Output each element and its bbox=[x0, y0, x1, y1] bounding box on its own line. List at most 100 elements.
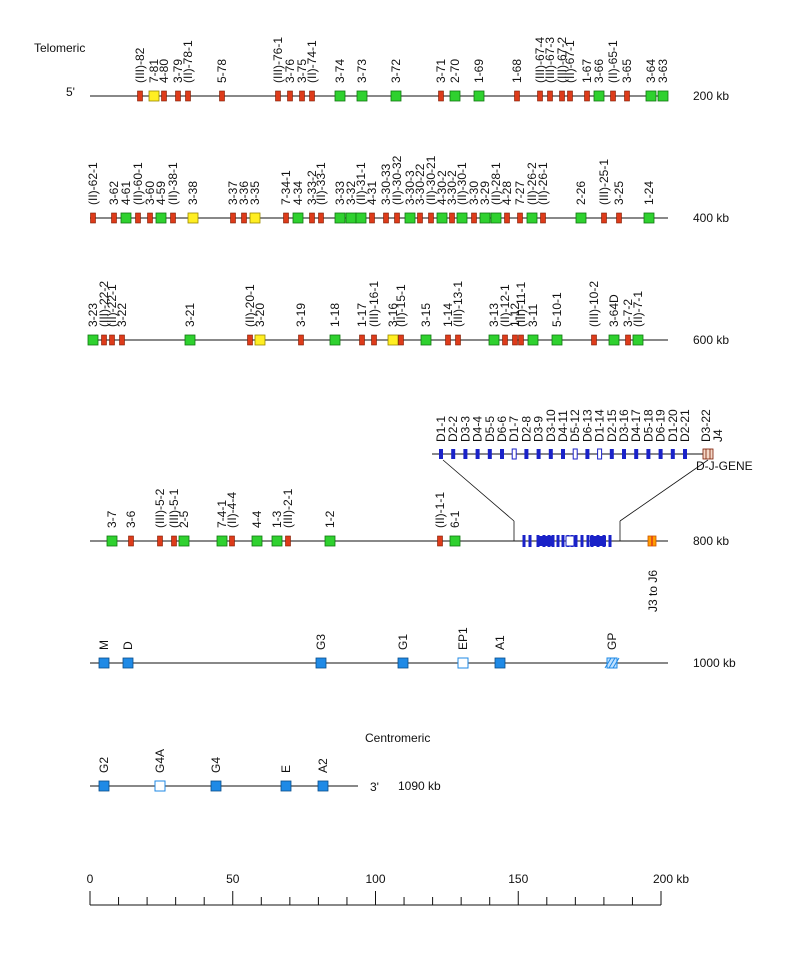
gene-label: 3-11 bbox=[526, 304, 540, 327]
gene-label: (II)-31-1 bbox=[354, 162, 368, 205]
gene-label: 4-34 bbox=[291, 181, 305, 205]
d-segment-compact bbox=[561, 535, 565, 547]
gene-marker-pseudogene bbox=[171, 535, 177, 547]
d-segment-label: D5-12 bbox=[568, 409, 582, 442]
gene-marker-functional bbox=[356, 90, 368, 102]
centromeric-label: Centromeric bbox=[365, 731, 430, 745]
d-segment bbox=[561, 449, 565, 459]
gene-marker-functional bbox=[436, 212, 448, 224]
d-segment-label: D2-8 bbox=[519, 416, 533, 442]
gene-label: 4-30-2 bbox=[435, 170, 449, 205]
gene-label: 3-30-3 bbox=[403, 170, 417, 205]
gene-marker-pseudogene bbox=[283, 212, 289, 224]
d-segment bbox=[670, 449, 675, 459]
gene-marker-pseudogene bbox=[383, 212, 389, 224]
gene-label: 1-3 bbox=[270, 510, 284, 528]
gene-label: 3-7 bbox=[105, 510, 119, 528]
gene-label: 7-81 bbox=[147, 59, 161, 83]
gene-marker-pseudogene bbox=[309, 212, 315, 224]
gene-label: 1-69 bbox=[472, 59, 486, 83]
gene-marker-pseudogene bbox=[547, 90, 553, 102]
gene-marker-functional bbox=[184, 334, 196, 346]
gene-label: EP1 bbox=[456, 627, 470, 650]
gene-label: 3-38 bbox=[186, 181, 200, 205]
gene-marker-pseudogene bbox=[285, 535, 291, 547]
scale-label: 800 kb bbox=[693, 534, 729, 548]
gene-label: 1-17 bbox=[355, 303, 369, 327]
gene-label: 2-5 bbox=[177, 510, 191, 528]
d-segment-label: D6-13 bbox=[580, 409, 594, 442]
d-segment-label: D2-21 bbox=[678, 409, 692, 442]
gene-marker-pseudogene bbox=[502, 334, 508, 346]
gene-marker-functional bbox=[155, 212, 167, 224]
zoom-connector bbox=[442, 459, 515, 522]
gene-marker-functional bbox=[643, 212, 655, 224]
gene-label: GP bbox=[605, 633, 619, 650]
gene-label: (II)-67-1 bbox=[563, 40, 577, 83]
gene-label: 3-62 bbox=[107, 181, 121, 205]
d-segment-label: J4 bbox=[711, 429, 725, 442]
d-segment-compact bbox=[608, 535, 612, 547]
d-segment-zoom: D1-1D2-2D3-3D4-4D5-5D6-6D1-7D2-8D3-9D3-1… bbox=[432, 409, 725, 547]
gene-label: (II)-60-1 bbox=[131, 162, 145, 205]
gene-label: (II)-78-1 bbox=[181, 40, 195, 83]
gene-marker-pseudogene bbox=[287, 90, 293, 102]
gene-marker-functional bbox=[490, 212, 502, 224]
gene-marker-functional bbox=[251, 535, 263, 547]
d-segment bbox=[463, 449, 468, 459]
gene-marker-constant-open bbox=[154, 780, 166, 792]
d-segment-label: D3-16 bbox=[617, 409, 631, 442]
gene-label: G4 bbox=[209, 757, 223, 773]
gene-label: 3-30-22 bbox=[413, 163, 427, 205]
gene-label: (II)-22-1 bbox=[105, 284, 119, 327]
hatch-line bbox=[612, 657, 620, 669]
gene-label: 5-10-1 bbox=[550, 292, 564, 327]
gene-label: (II)-1-1 bbox=[433, 492, 447, 528]
gene-marker-functional bbox=[449, 90, 461, 102]
gene-marker-pseudogene bbox=[455, 334, 461, 346]
gene-label: 3-36 bbox=[237, 181, 251, 205]
gene-marker-pseudogene bbox=[318, 212, 324, 224]
gene-marker-pseudogene bbox=[394, 212, 400, 224]
gene-label: (II)-33-1 bbox=[314, 162, 328, 205]
gene-label: 6-1 bbox=[448, 510, 462, 528]
gene-label: (II)-30-32 bbox=[390, 155, 404, 205]
gene-marker-pseudogene bbox=[449, 212, 455, 224]
gene-marker-constant bbox=[122, 657, 134, 669]
d-segment-open bbox=[565, 535, 575, 547]
gene-label: (III)-82 bbox=[133, 47, 147, 83]
gene-marker-pseudogene bbox=[157, 535, 163, 547]
gene-label: 1-18 bbox=[328, 303, 342, 327]
gene-label: 3-35 bbox=[248, 181, 262, 205]
gene-label: (II)-74-1 bbox=[305, 40, 319, 83]
gene-marker-pseudogene bbox=[610, 90, 616, 102]
d-segment-label: D3-10 bbox=[544, 409, 558, 442]
d-segment-open bbox=[572, 448, 578, 460]
gene-marker-functional bbox=[334, 212, 346, 224]
gene-marker-functional bbox=[292, 212, 304, 224]
gene-marker-pseudogene bbox=[247, 334, 253, 346]
gene-marker-functional bbox=[608, 334, 620, 346]
gene-label: 3-64 bbox=[644, 59, 658, 83]
d-segment-label: D3-22 bbox=[699, 409, 713, 442]
gene-marker-constant bbox=[494, 657, 506, 669]
dj-gene-label: D-J-GENE bbox=[696, 459, 753, 473]
gene-label: 3-79 bbox=[171, 59, 185, 83]
gene-label: (II)-30-21 bbox=[424, 155, 438, 205]
gene-label: (III)-67-4 bbox=[533, 37, 547, 83]
d-segment bbox=[451, 449, 456, 459]
gene-label: (III)-5-2 bbox=[153, 488, 167, 528]
gene-marker-pseudogene bbox=[428, 212, 434, 224]
scale-label: 200 kb bbox=[693, 89, 729, 103]
gene-label: 3-32 bbox=[344, 181, 358, 205]
gene-marker-orf bbox=[249, 212, 261, 224]
gene-label: 3-37 bbox=[226, 181, 240, 205]
d-segment-label: D5-18 bbox=[641, 409, 655, 442]
gene-marker-pseudogene bbox=[299, 90, 305, 102]
gene-label: 3-33 bbox=[333, 181, 347, 205]
d-segment-label: D3-3 bbox=[458, 416, 472, 442]
gene-marker-functional bbox=[334, 90, 346, 102]
gene-marker-pseudogene bbox=[437, 535, 443, 547]
